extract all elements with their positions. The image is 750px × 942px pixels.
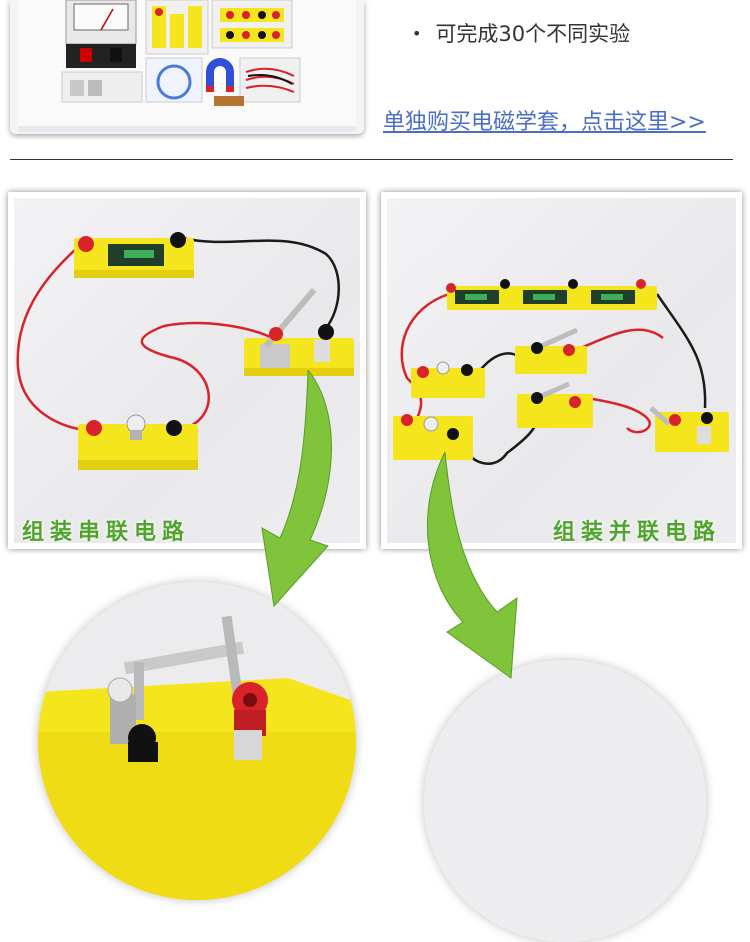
switch-base	[655, 412, 729, 452]
yellow-component	[220, 28, 284, 42]
bulb-holder	[393, 416, 473, 460]
switch-plate	[260, 344, 290, 368]
small-part	[70, 80, 84, 96]
bullet-dot-icon: •	[412, 24, 422, 43]
product-kit-photo	[10, 0, 364, 134]
compass	[156, 64, 192, 100]
yellow-component	[220, 8, 284, 22]
parallel-closeup-photo	[424, 660, 706, 942]
parallel-closeup-illustration	[424, 660, 706, 942]
yellow-component	[170, 14, 184, 48]
compartment	[239, 57, 301, 103]
black-wire	[655, 293, 707, 409]
small-part	[88, 80, 102, 96]
terminal-red	[78, 236, 94, 252]
meter-terminal-red	[80, 48, 92, 62]
red-wire	[400, 292, 450, 419]
red-wire	[140, 321, 273, 432]
bulb-holder	[78, 424, 198, 470]
series-zoom-arrow-icon	[261, 370, 332, 608]
kit-tray	[18, 0, 356, 132]
switch-closeup-illustration	[38, 582, 356, 900]
switch-closeup-photo	[38, 582, 356, 900]
series-circuit-illustration	[16, 232, 354, 470]
terminal-black	[170, 232, 186, 248]
coil	[214, 96, 244, 106]
switch-lever	[123, 641, 245, 675]
parallel-circuit-caption: 组装并联电路	[553, 519, 722, 543]
yellow-component	[188, 6, 202, 48]
switch-base	[515, 346, 587, 374]
feature-bullet-text: 可完成30个不同实验	[435, 22, 631, 46]
meter-needle	[100, 8, 114, 31]
meter-base	[66, 44, 136, 68]
buy-electromagnetism-kit-link[interactable]: 单独购买电磁学套，点击这里>>	[383, 110, 706, 135]
magnet	[206, 58, 234, 88]
parallel-circuit-illustration	[393, 279, 729, 465]
feature-bullet: • 可完成30个不同实验	[412, 18, 630, 50]
yellow-component	[152, 6, 166, 48]
meter-dial	[73, 3, 129, 31]
parallel-zoom-arrow-icon	[427, 452, 518, 679]
bulb	[107, 677, 133, 703]
switch-base	[517, 394, 593, 428]
series-circuit-caption: 组装串联电路	[22, 519, 191, 543]
meter-terminal-black	[110, 48, 122, 62]
black-wire	[181, 236, 340, 329]
kit-tray-illustration	[61, 0, 301, 106]
section-divider	[10, 159, 733, 160]
red-wire	[16, 239, 87, 432]
